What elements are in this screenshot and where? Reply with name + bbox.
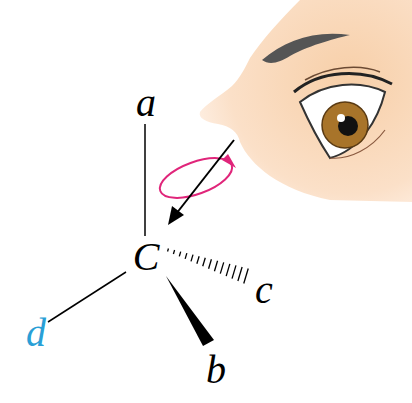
hash-stroke [167, 249, 169, 252]
hash-stroke [220, 262, 223, 273]
hash-stroke [232, 265, 236, 278]
hash-stroke [203, 258, 206, 267]
bond-a [144, 124, 146, 236]
eyebrow [262, 34, 350, 63]
eye-highlight [337, 114, 345, 122]
rotation-ellipse [155, 150, 237, 206]
hash-stroke [173, 250, 174, 254]
hash-stroke [191, 255, 193, 262]
substituent-label: c [255, 270, 273, 310]
atom-label: C [133, 237, 160, 277]
substituent-label: a [136, 83, 156, 123]
hashed-bond-c [168, 249, 249, 284]
hash-stroke [244, 269, 249, 284]
hash-stroke [179, 252, 180, 257]
view-arrow [176, 140, 234, 214]
bond-d [48, 272, 126, 322]
substituent-label: d [26, 313, 46, 353]
hash-stroke [226, 264, 230, 276]
hash-stroke [197, 256, 199, 264]
view-arrowhead [168, 206, 184, 225]
hash-stroke [238, 267, 242, 281]
lower-lid [330, 130, 385, 158]
iris [322, 102, 368, 148]
hash-stroke [209, 259, 212, 268]
eyelid-crease [305, 67, 380, 80]
eye [300, 85, 385, 158]
substituent-label: b [206, 350, 226, 390]
hash-stroke [214, 261, 217, 271]
hash-stroke [185, 253, 187, 259]
rotation-arrowhead [222, 154, 236, 168]
wedge-bond-b [166, 276, 214, 346]
eyelid [294, 74, 392, 92]
